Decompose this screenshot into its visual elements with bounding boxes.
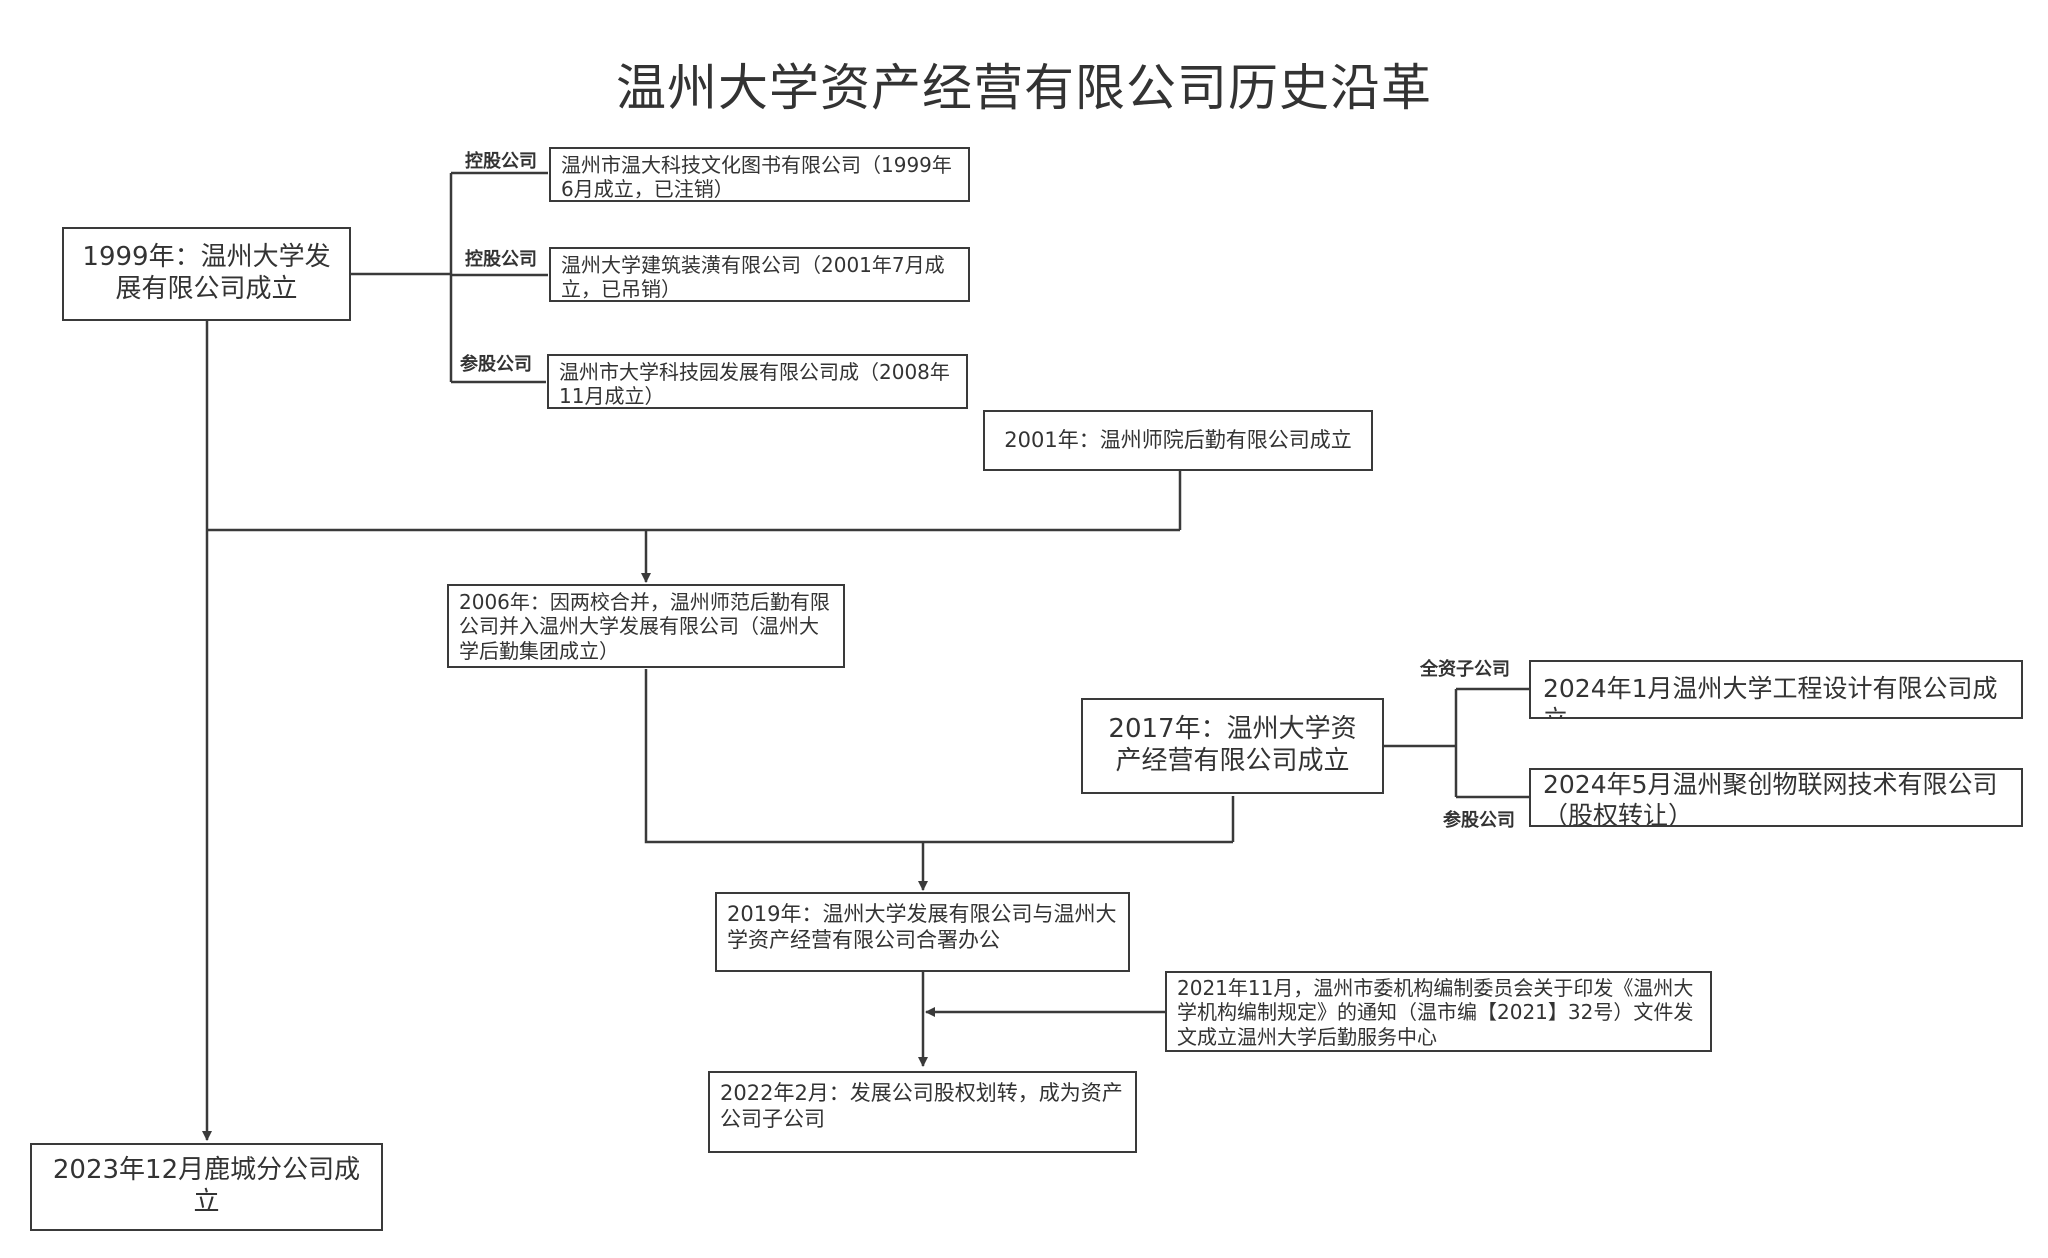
relation-label-participating-2: 参股公司 (1443, 810, 1515, 831)
relation-label-wholly-owned: 全资子公司 (1420, 659, 1510, 680)
node-2023-lucheng-branch: 2023年12月鹿城分公司成立 (30, 1143, 383, 1231)
node-iot-company: 2024年5月温州聚创物联网技术有限公司（股权转让） (1529, 768, 2023, 827)
connector-merge-1999-2001 (207, 470, 1182, 532)
node-2006-merger: 2006年：因两校合并，温州师范后勤有限公司并入温州大学发展有限公司（温州大学后… (447, 584, 845, 668)
connector-1999-subsidiaries (350, 171, 548, 384)
node-2022-equity-transfer: 2022年2月：发展公司股权划转，成为资产公司子公司 (708, 1071, 1137, 1153)
node-construction-company: 温州大学建筑装潢有限公司（2001年7月成立，已吊销） (549, 247, 970, 302)
connector-merge-2006-2017 (644, 669, 1235, 844)
node-1999-development-company: 1999年：温州大学发展有限公司成立 (62, 227, 351, 321)
page-title: 温州大学资产经营有限公司历史沿革 (616, 59, 1432, 117)
node-2021-logistics-service-center: 2021年11月，温州市委机构编制委员会关于印发《温州大学机构编制规定》的通知（… (1165, 971, 1712, 1052)
relation-label-holding-1: 控股公司 (465, 151, 537, 172)
connector-2017-subsidiaries (1383, 687, 1529, 799)
node-2019-joint-office: 2019年：温州大学发展有限公司与温州大学资产经营有限公司合署办公 (715, 892, 1130, 972)
node-science-park-company: 温州市大学科技园发展有限公司成（2008年11月成立） (547, 354, 968, 409)
node-book-company: 温州市温大科技文化图书有限公司（1999年6月成立，已注销） (549, 147, 970, 202)
relation-label-participating-1: 参股公司 (460, 354, 532, 375)
node-2001-logistics-company: 2001年：温州师院后勤有限公司成立 (983, 410, 1373, 471)
node-engineering-design-company: 2024年1月温州大学工程设计有限公司成立 (1529, 660, 2023, 719)
node-2017-asset-company: 2017年：温州大学资产经营有限公司成立 (1081, 698, 1384, 794)
relation-label-holding-2: 控股公司 (465, 249, 537, 270)
